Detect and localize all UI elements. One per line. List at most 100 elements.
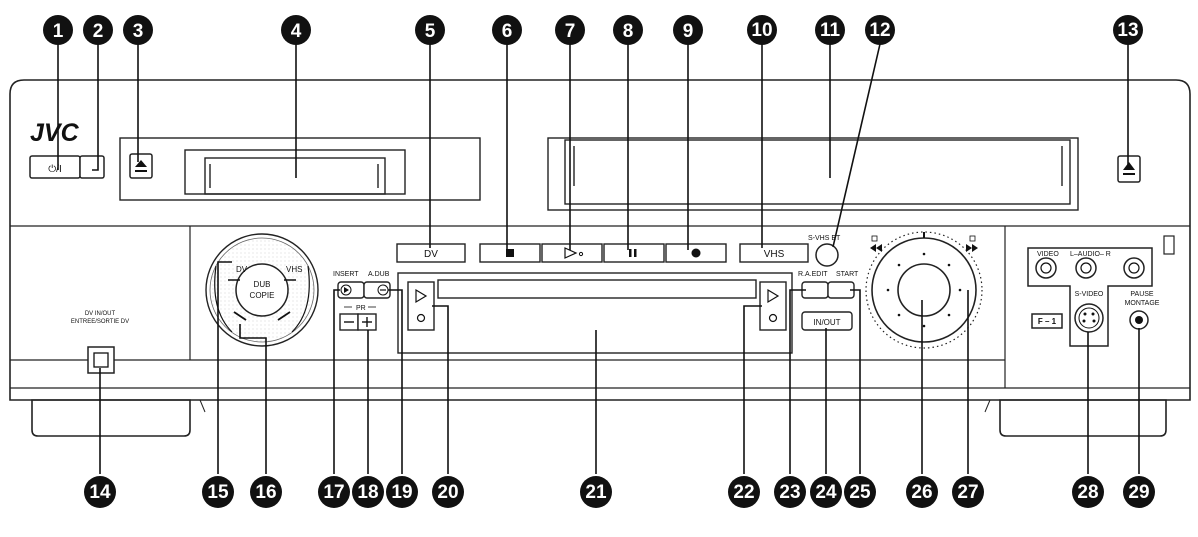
pause-jack[interactable] [1129,310,1149,330]
callout-marker [492,15,522,45]
callout-number: 13 [1117,20,1138,41]
callout-number: 21 [585,482,607,503]
record-icon [691,248,701,258]
entree-sortie-dv-label: ENTREE/SORTIE DV [71,319,129,325]
dv-select-button[interactable] [396,243,466,263]
adub-label: A.DUB [368,271,390,278]
montage-label: MONTAGE [1125,300,1160,307]
audio-right-jack[interactable] [1123,257,1145,279]
svhs-et-button[interactable] [815,243,839,267]
callout-marker [415,15,445,45]
in-out-button[interactable]: IN/OUT [801,311,853,331]
callout-marker [43,15,73,45]
play-button[interactable] [541,243,603,263]
callout-number: 26 [911,482,932,503]
callout-marker [865,15,895,45]
callout-marker [202,476,234,508]
pr-plus-button[interactable] [357,313,377,331]
power-button[interactable]: ⏻/I [29,155,81,179]
pr-minus-button[interactable] [339,313,359,331]
rewind-icon [870,244,882,252]
callout-marker [250,476,282,508]
brand-logo: JVC [30,119,80,147]
callout-marker [123,15,153,45]
callout-marker [1123,476,1155,508]
transport-buttons [396,243,809,263]
callout-number: 22 [733,482,754,503]
callout-number: 14 [89,482,111,503]
dv-play-indicator [407,281,435,331]
callout-number: 18 [357,482,378,503]
dv-in-out-terminal[interactable] [87,346,115,374]
vhs-eject-button[interactable] [1117,155,1141,183]
callout-number: 16 [255,482,276,503]
stop-icon [506,249,514,257]
vhs-select-button[interactable] [739,243,809,263]
audio-left-jack[interactable] [1075,257,1097,279]
insert-label: INSERT [333,271,359,278]
timer-button[interactable] [79,155,105,179]
callout-number: 9 [683,21,694,42]
front-display-panel [397,272,793,354]
insert-button[interactable] [337,281,365,299]
callout-number: 15 [207,482,229,503]
callout-marker [1072,476,1104,508]
callout-number: 25 [849,482,871,503]
vhs-play-indicator [759,281,787,331]
callout-marker [318,476,350,508]
callout-marker [728,476,760,508]
vhs-button-label: VHS [764,249,785,260]
adub-button[interactable] [363,281,391,299]
callout-marker [906,476,938,508]
callout-number: 3 [133,21,144,42]
callout-number: 20 [437,482,458,503]
dv-in-out-label: DV IN/OUT [85,311,116,317]
callout-marker [810,476,842,508]
callout-number: 8 [623,21,634,42]
callout-marker [952,476,984,508]
dial-vhs-label: VHS [286,265,302,274]
callout-number: 24 [815,482,837,503]
leader-lines [57,43,1140,474]
audio-label: L–AUDIO– R [1070,251,1111,258]
start-label: START [836,271,859,278]
callout-marker [555,15,585,45]
callout-marker [747,15,777,45]
callout-marker [281,15,311,45]
callout-marker [84,476,116,508]
callout-number: 27 [957,482,978,503]
callout-marker [432,476,464,508]
callout-marker [352,476,384,508]
in-out-label: IN/OUT [813,318,840,327]
callout-marker [673,15,703,45]
callout-number: 12 [869,20,890,41]
jog-shuttle-dial[interactable] [865,231,983,349]
video-label: VIDEO [1037,251,1059,258]
dial-dv-label: DV [236,265,248,274]
callout-marker [815,15,845,45]
pause-icon [629,249,632,257]
dub-dial[interactable] [205,233,319,347]
callout-number: 10 [751,20,772,41]
callout-number: 29 [1128,482,1149,503]
callout-numbers: 1 2 3 4 5 6 7 8 9 10 11 12 13 14 15 16 1… [53,20,1150,503]
callout-marker [83,15,113,45]
eject-icon [1123,162,1135,175]
dub-label: DUB [254,280,271,289]
s-video-jack[interactable] [1074,303,1104,333]
callout-number: 19 [391,482,412,503]
copie-label: COPIE [250,291,275,300]
video-jack[interactable] [1035,257,1057,279]
play-icon [564,247,578,259]
front-input-panel [1027,247,1153,347]
callout-marker [1113,15,1143,45]
callout-marker [774,476,806,508]
vhs-cassette-slot[interactable] [547,137,1079,211]
f1-badge: F – 1 [1031,313,1063,329]
dv-cassette-slot[interactable] [184,149,406,195]
dub-copie-button[interactable] [235,263,289,317]
callout-number: 6 [502,21,513,42]
jog-knob[interactable] [897,263,951,317]
